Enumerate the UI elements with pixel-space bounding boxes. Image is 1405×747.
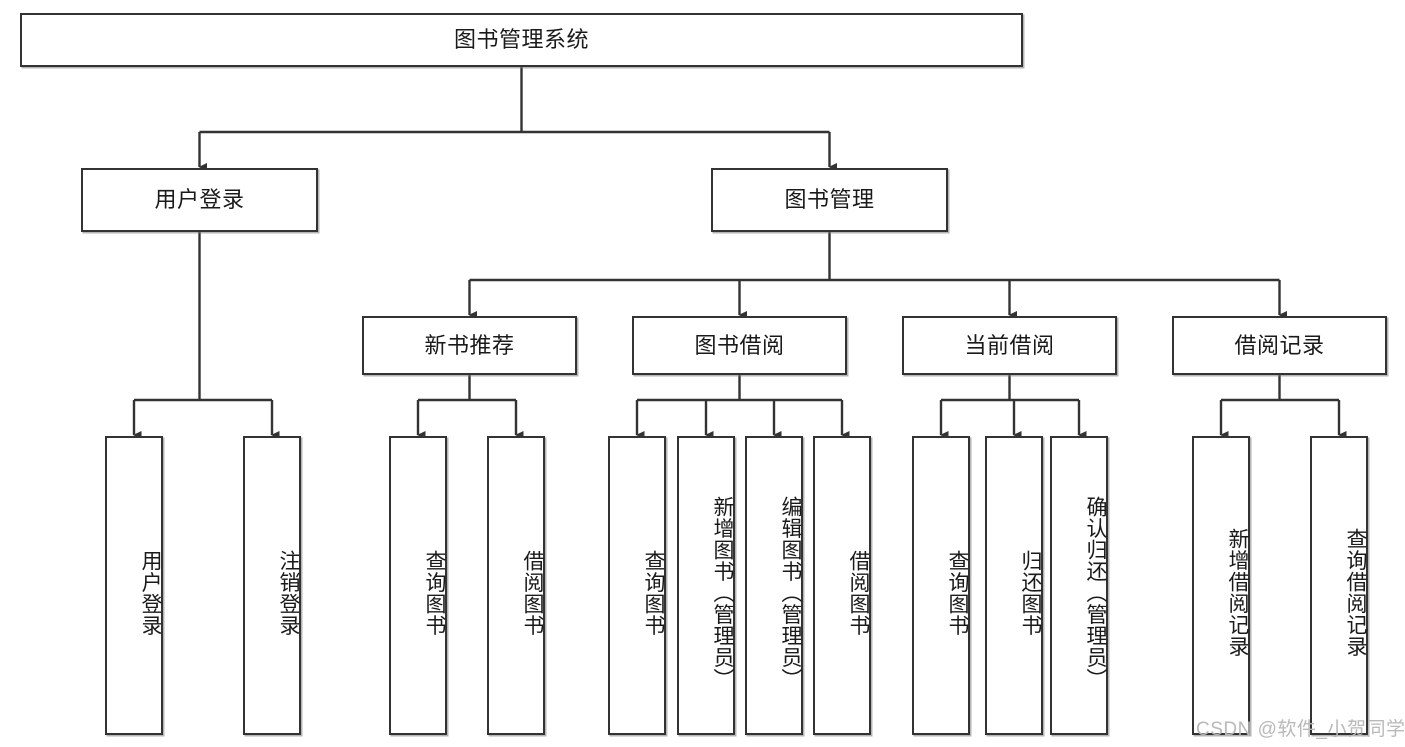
node-l3-borrow-record[interactable]: 借阅记录 xyxy=(1172,316,1387,375)
node-leaf-br-query[interactable]: 查询借阅记录 xyxy=(1310,436,1368,735)
node-leaf-bb-edit[interactable]: 编辑图书（管理员） xyxy=(745,436,803,735)
node-label-l3-book-borrow: 图书借阅 xyxy=(694,332,785,358)
node-label-leaf-cb-query: 查询图书 xyxy=(946,549,969,636)
node-label-leaf-br-add: 新增借阅记录 xyxy=(1226,528,1249,657)
node-label-leaf-bb-edit: 编辑图书（管理员） xyxy=(779,495,802,690)
node-label-leaf-bb-query: 查询图书 xyxy=(642,549,665,636)
node-l3-book-borrow[interactable]: 图书借阅 xyxy=(632,316,847,375)
node-label-root: 图书管理系统 xyxy=(453,27,589,53)
node-l2-book-mgmt[interactable]: 图书管理 xyxy=(711,168,948,232)
node-leaf-rec-query[interactable]: 查询图书 xyxy=(389,436,447,735)
node-label-l3-borrow-record: 借阅记录 xyxy=(1234,332,1325,358)
node-leaf-bb-query[interactable]: 查询图书 xyxy=(608,436,666,735)
node-label-leaf-rec-query: 查询图书 xyxy=(423,549,446,636)
node-leaf-cb-confirm[interactable]: 确认归还（管理员） xyxy=(1050,436,1108,735)
node-leaf-logout[interactable]: 注销登录 xyxy=(243,436,301,735)
node-l2-user-login[interactable]: 用户登录 xyxy=(81,168,318,232)
node-label-l2-user-login: 用户登录 xyxy=(154,187,245,213)
node-leaf-bb-borrow[interactable]: 借阅图书 xyxy=(813,436,871,735)
node-label-leaf-cb-confirm: 确认归还（管理员） xyxy=(1084,495,1107,690)
node-label-leaf-logout: 注销登录 xyxy=(277,549,300,636)
node-label-leaf-rec-borrow: 借阅图书 xyxy=(521,549,544,636)
edge-group xyxy=(132,67,1347,440)
node-label-leaf-br-query: 查询借阅记录 xyxy=(1344,528,1367,657)
node-label-leaf-user-login: 用户登录 xyxy=(139,549,162,636)
node-root[interactable]: 图书管理系统 xyxy=(20,13,1023,67)
node-leaf-br-add[interactable]: 新增借阅记录 xyxy=(1192,436,1250,735)
node-l3-current-borrow[interactable]: 当前借阅 xyxy=(902,316,1117,375)
node-label-leaf-cb-return: 归还图书 xyxy=(1019,549,1042,636)
node-leaf-rec-borrow[interactable]: 借阅图书 xyxy=(487,436,545,735)
node-leaf-cb-return[interactable]: 归还图书 xyxy=(985,436,1043,735)
node-label-l2-book-mgmt: 图书管理 xyxy=(784,187,875,213)
node-leaf-cb-query[interactable]: 查询图书 xyxy=(912,436,970,735)
node-label-l3-new-book-rec: 新书推荐 xyxy=(424,332,515,358)
node-leaf-user-login[interactable]: 用户登录 xyxy=(105,436,163,735)
node-l3-new-book-rec[interactable]: 新书推荐 xyxy=(362,316,577,375)
node-label-leaf-bb-borrow: 借阅图书 xyxy=(847,549,870,636)
node-leaf-bb-add[interactable]: 新增图书（管理员） xyxy=(677,436,735,735)
node-label-l3-current-borrow: 当前借阅 xyxy=(964,332,1055,358)
node-label-leaf-bb-add: 新增图书（管理员） xyxy=(711,495,734,690)
